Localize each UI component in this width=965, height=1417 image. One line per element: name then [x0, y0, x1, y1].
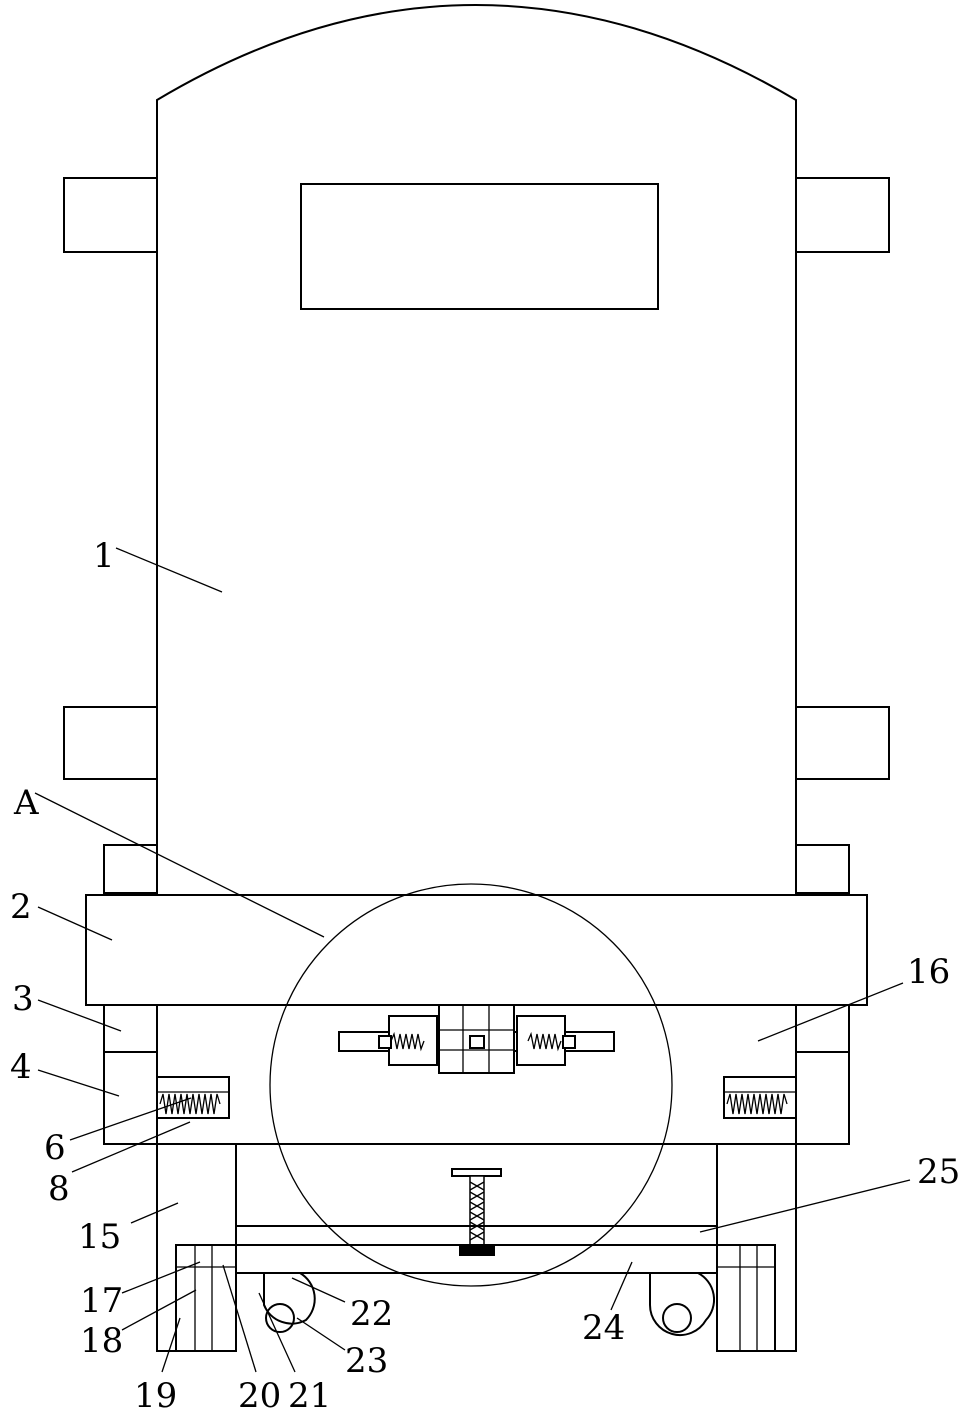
- label-25: 25: [917, 1152, 960, 1192]
- leader-lines: [34, 547, 911, 1373]
- label-6: 6: [44, 1128, 66, 1168]
- side-handles: [63, 177, 890, 780]
- wheels: [263, 1272, 716, 1337]
- spring-assembly-left: [156, 1076, 230, 1119]
- label-17: 17: [80, 1281, 123, 1321]
- handle-left-top: [63, 177, 158, 253]
- display-window: [300, 183, 659, 310]
- reference-labels: 1 A 2 3 4 6 8 15 16 25 17 18 19 20 21 22…: [10, 536, 960, 1416]
- upper-column-left: [103, 844, 158, 894]
- upper-column-right: [795, 844, 850, 894]
- label-a: A: [13, 783, 39, 823]
- spring-assembly-right: [723, 1076, 797, 1119]
- label-8: 8: [48, 1169, 70, 1209]
- label-24: 24: [582, 1308, 625, 1348]
- label-23: 23: [345, 1341, 388, 1381]
- lock-mechanism: [338, 1004, 615, 1074]
- label-3: 3: [12, 979, 34, 1019]
- label-20: 20: [238, 1376, 281, 1416]
- handle-right-bottom: [795, 706, 890, 780]
- label-16: 16: [907, 952, 950, 992]
- clamp-band: [85, 894, 868, 1006]
- label-15: 15: [78, 1217, 121, 1257]
- label-22: 22: [350, 1294, 393, 1334]
- detail-circle-a: [269, 883, 673, 1287]
- main-body: [156, 4, 797, 1005]
- label-21: 21: [288, 1376, 331, 1416]
- label-18: 18: [80, 1321, 123, 1361]
- handle-left-bottom: [63, 706, 158, 780]
- label-2: 2: [10, 887, 32, 927]
- label-19: 19: [134, 1376, 177, 1416]
- screw-jack: [451, 1168, 502, 1256]
- lift-plate: [175, 1225, 776, 1352]
- handle-right-top: [795, 177, 890, 253]
- label-4: 4: [10, 1047, 32, 1087]
- label-1: 1: [93, 536, 115, 576]
